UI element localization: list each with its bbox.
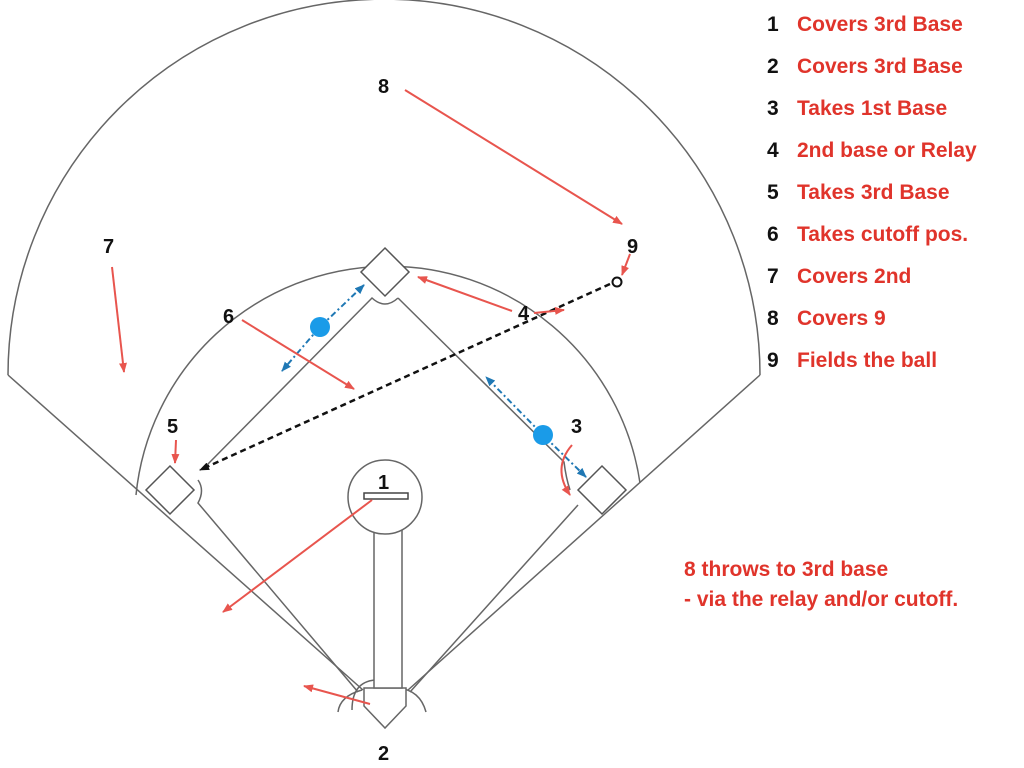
legend-number: 4 xyxy=(767,139,779,162)
legend-role: Takes 3rd Base xyxy=(797,181,950,204)
arrow-player-8 xyxy=(404,89,623,225)
ball-position-marker xyxy=(611,276,623,288)
legend-role: Covers 3rd Base xyxy=(797,13,963,36)
runner-path-first-b xyxy=(544,436,587,478)
legend-row-3: 3 Takes 1st Base xyxy=(763,92,1024,134)
basepath-second-to-first xyxy=(397,297,571,491)
position-label-9: 9 xyxy=(627,236,638,258)
runner-path-second-a xyxy=(320,284,365,327)
third-base-foul-line xyxy=(7,374,364,691)
first-base-foul-line xyxy=(407,374,761,691)
arrow-player-3 xyxy=(560,444,573,496)
play-note-line-1: 8 throws to 3rd base xyxy=(684,558,889,581)
arrow-player-9 xyxy=(621,253,631,276)
legend-role: 2nd base or Relay xyxy=(797,139,977,162)
arrow-player-7 xyxy=(111,266,127,373)
third-base xyxy=(144,464,196,516)
legend-role: Covers 2nd xyxy=(797,265,912,288)
legend-number: 3 xyxy=(767,97,779,120)
legend-row-4: 4 2nd base or Relay xyxy=(763,134,1024,176)
legend-number: 1 xyxy=(767,13,779,36)
second-base xyxy=(359,246,411,298)
arrow-player-5 xyxy=(171,439,180,464)
position-label-1: 1 xyxy=(378,472,389,494)
legend-role: Takes cutoff pos. xyxy=(797,223,969,246)
position-label-2: 2 xyxy=(378,743,389,765)
runner-marker-second xyxy=(310,317,330,337)
runner-path-first-a xyxy=(485,376,542,434)
legend-row-6: 6 Takes cutoff pos. xyxy=(763,218,1024,260)
arrow-player-4-relay xyxy=(533,306,565,315)
basepath-first-to-home xyxy=(409,504,579,693)
legend-row-8: 8 Covers 9 xyxy=(763,302,1024,344)
legend-row-1: 1 Covers 3rd Base xyxy=(763,8,1024,50)
position-label-7: 7 xyxy=(103,236,114,258)
first-base xyxy=(576,464,628,516)
legend-row-7: 7 Covers 2nd xyxy=(763,260,1024,302)
legend-number: 5 xyxy=(767,181,779,204)
home-plate xyxy=(363,687,407,730)
legend-row-2: 2 Covers 3rd Base xyxy=(763,50,1024,92)
home-plate-dirt-left xyxy=(337,689,363,713)
legend-row-9: 9 Fields the ball xyxy=(763,344,1024,386)
runner-path-second-b xyxy=(281,327,320,372)
legend-role: Covers 3rd Base xyxy=(797,55,963,78)
outfield-fence xyxy=(7,0,761,376)
legend-number: 9 xyxy=(767,349,779,372)
basepath-home-to-third xyxy=(197,479,359,693)
position-label-6: 6 xyxy=(223,306,234,328)
runner-marker-first xyxy=(533,425,553,445)
position-label-8: 8 xyxy=(378,76,389,98)
play-note-line-2: - via the relay and/or cutoff. xyxy=(684,588,959,611)
position-label-3: 3 xyxy=(571,416,582,438)
position-label-5: 5 xyxy=(167,416,178,438)
legend-row-5: 5 Takes 3rd Base xyxy=(763,176,1024,218)
legend-role: Covers 9 xyxy=(797,307,886,330)
arrow-player-4-to-second xyxy=(417,276,513,312)
legend-number: 8 xyxy=(767,307,779,330)
position-legend: 1 Covers 3rd Base 2 Covers 3rd Base 3 Ta… xyxy=(763,8,1024,386)
pitchers-rubber xyxy=(363,492,409,500)
position-label-4: 4 xyxy=(518,303,530,325)
arrow-player-6 xyxy=(241,319,355,390)
legend-number: 2 xyxy=(767,55,779,78)
basepath-third-to-second xyxy=(206,296,399,466)
throw-path-to-third xyxy=(199,282,611,472)
mound-to-home-path xyxy=(373,529,403,689)
legend-number: 6 xyxy=(767,223,779,246)
play-note: 8 throws to 3rd base - via the relay and… xyxy=(684,555,1014,615)
legend-role: Fields the ball xyxy=(797,349,938,372)
arrow-player-2 xyxy=(303,684,371,705)
legend-number: 7 xyxy=(767,265,779,288)
legend-role: Takes 1st Base xyxy=(797,97,948,120)
arrow-player-1 xyxy=(222,499,373,613)
